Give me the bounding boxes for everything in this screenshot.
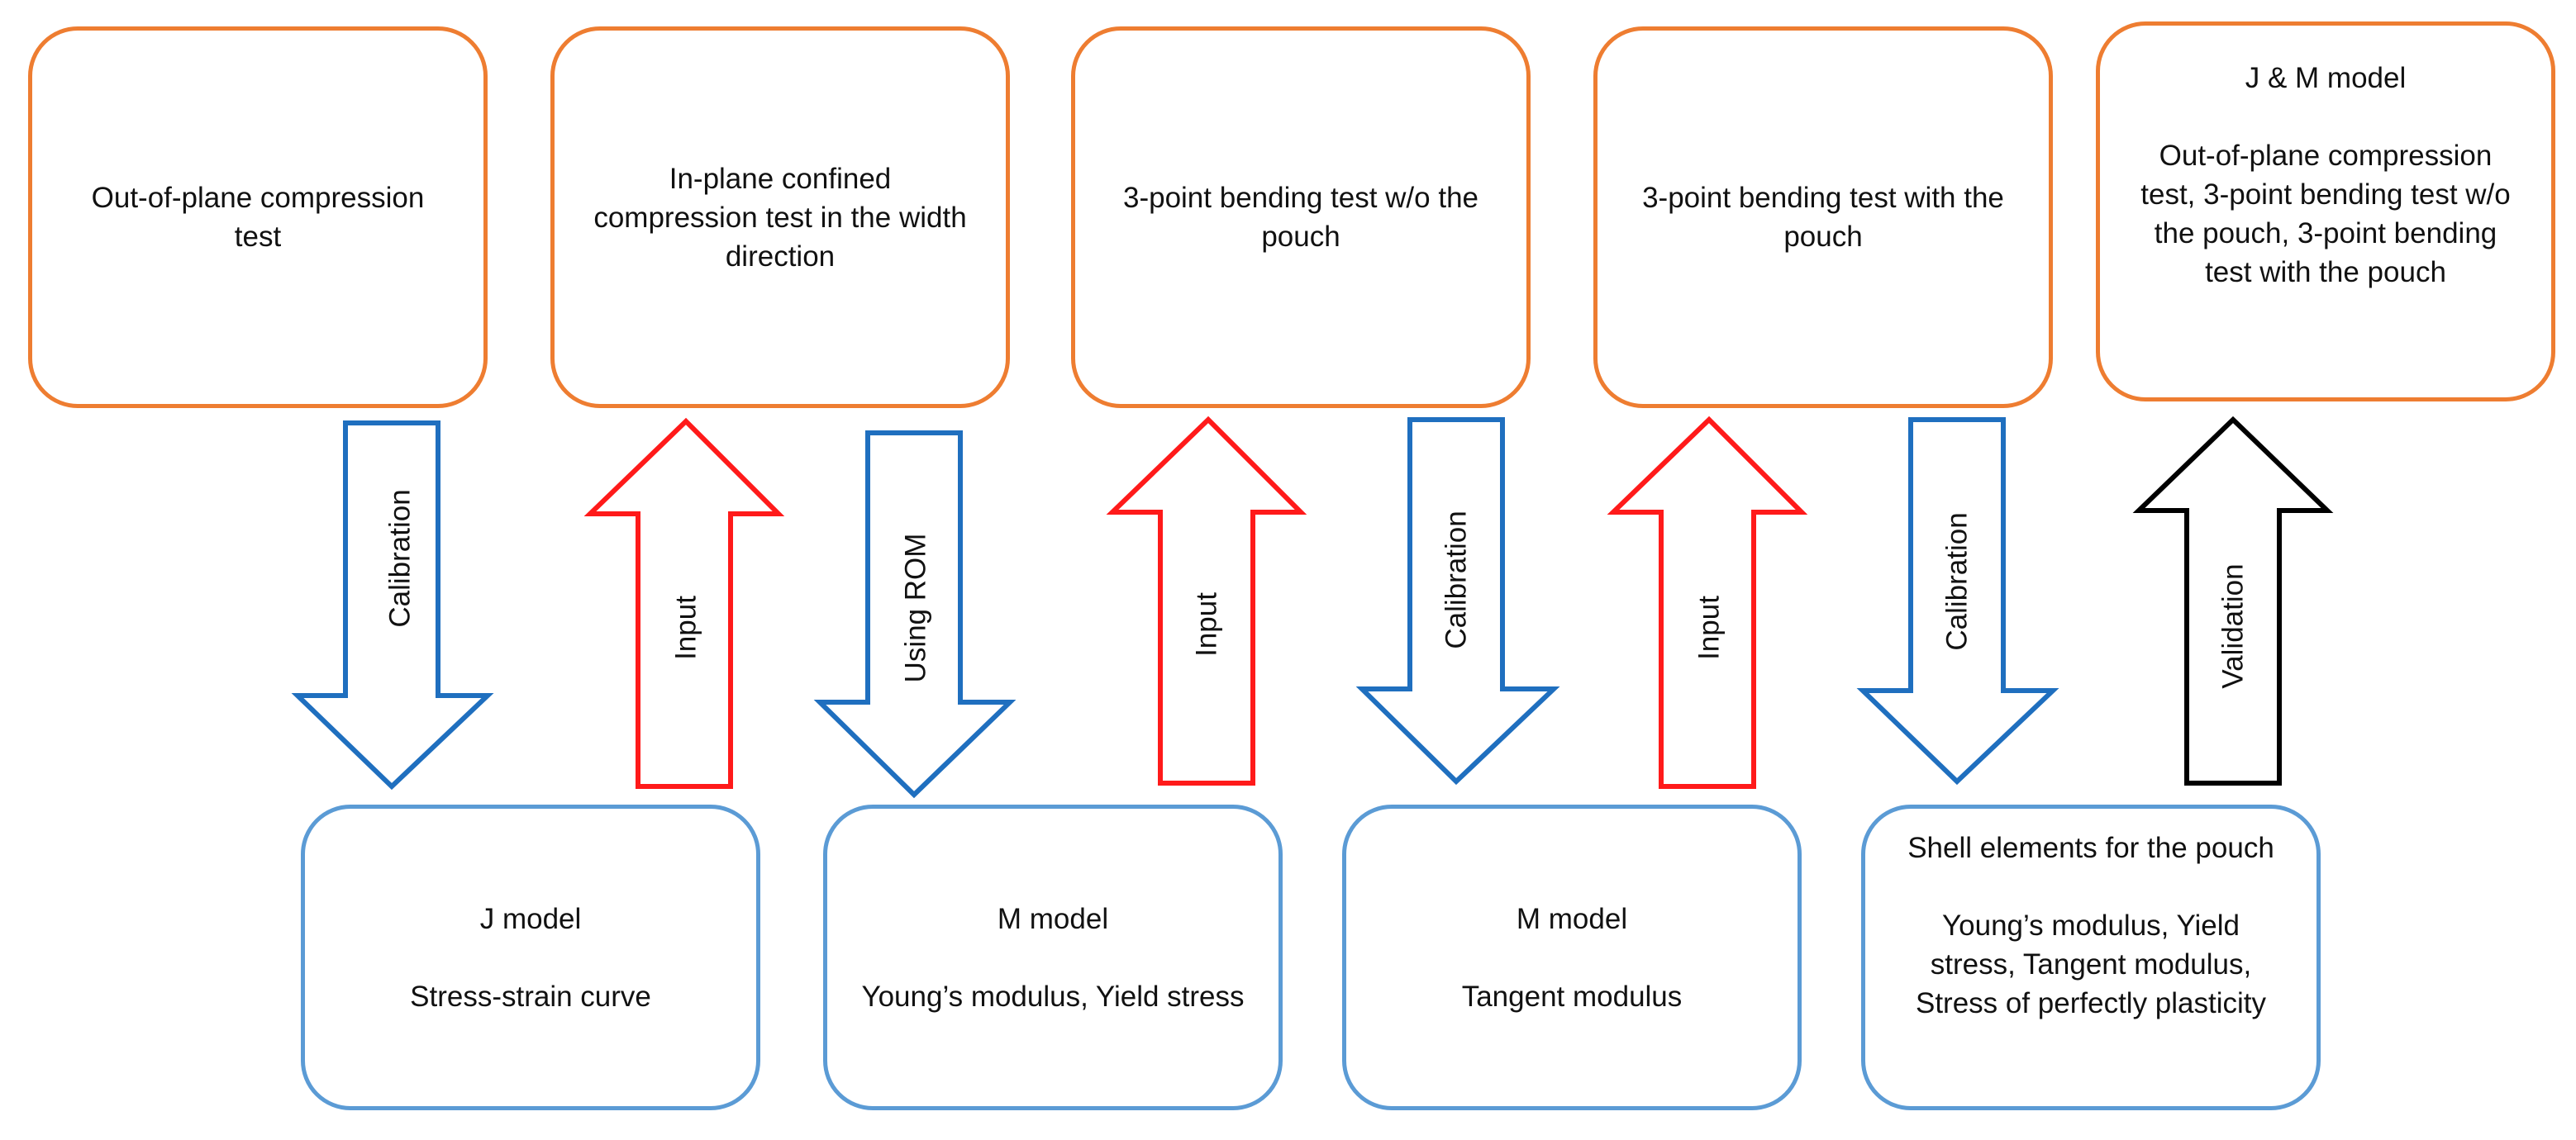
arrow-using-rom: Using ROM [813,430,1017,799]
bottom-box-3-body: Tangent modulus [1461,980,1683,1013]
top-box-3-body: 3-point bending test w/o the pouch [1122,182,1478,253]
bottom-box-2-title: M model [997,902,1109,935]
arrow-input-3: Input [1607,416,1808,789]
arrow-input-2: Input [1106,416,1307,786]
bottom-box-2-body: Young’s modulus, Yield stress [861,980,1245,1013]
bottom-box-4-body: Young’s modulus, Yield stress, Tangent m… [1915,910,2267,1019]
top-box-j-m-model-validation: J & M model Out-of-plane compression tes… [2096,21,2555,401]
arrow-label: Using ROM [899,534,931,683]
bottom-box-3-title: M model [1516,902,1628,935]
arrow-label: Input [669,596,702,660]
arrow-calibration-1: Calibration [291,420,494,791]
arrow-label: Calibration [1940,512,1973,650]
arrow-calibration-2: Calibration [1355,417,1560,786]
top-box-4-body: 3-point bending test with the pouch [1642,182,2004,253]
arrow-shape [2132,416,2334,786]
bottom-box-m-model-tangent: M model Tangent modulus [1342,805,1802,1110]
bottom-box-j-model: J model Stress-strain curve [301,805,760,1110]
arrow-shape [291,420,494,791]
arrow-shape [1607,416,1808,789]
arrow-shape [1856,417,2059,786]
arrow-shape [1106,416,1307,786]
top-box-3pt-bending-with-pouch: 3-point bending test with the pouch [1593,26,2053,408]
top-box-5-body: Out-of-plane compression test, 3-point b… [2140,140,2511,288]
bottom-box-shell-elements-pouch: Shell elements for the pouch Young’s mod… [1861,805,2321,1110]
bottom-box-1-title: J model [479,902,582,935]
bottom-box-1-body: Stress-strain curve [410,980,651,1013]
top-box-out-of-plane-compression: Out-of-plane compression test [28,26,488,408]
arrow-input-1: Input [583,417,785,789]
top-box-3pt-bending-without-pouch: 3-point bending test w/o the pouch [1071,26,1531,408]
arrow-shape [1355,417,1560,786]
arrow-label: Validation [2217,563,2249,688]
top-box-in-plane-confined-compression: In-plane confined compression test in th… [550,26,1010,408]
arrow-label: Calibration [1440,511,1472,648]
top-box-1-body: Out-of-plane compression test [91,182,425,253]
bottom-box-4-title: Shell elements for the pouch [1907,832,2274,864]
arrow-shape [813,430,1017,799]
arrow-label: Input [1693,596,1725,660]
arrow-shape [583,417,785,789]
arrow-validation: Validation [2132,416,2334,786]
top-box-5-title: J & M model [2245,62,2407,94]
arrow-calibration-3: Calibration [1856,417,2059,786]
arrow-label: Calibration [383,489,416,627]
top-box-2-body: In-plane confined compression test in th… [593,162,967,273]
bottom-box-m-model-youngs: M model Young’s modulus, Yield stress [823,805,1283,1110]
arrow-label: Input [1190,592,1222,657]
